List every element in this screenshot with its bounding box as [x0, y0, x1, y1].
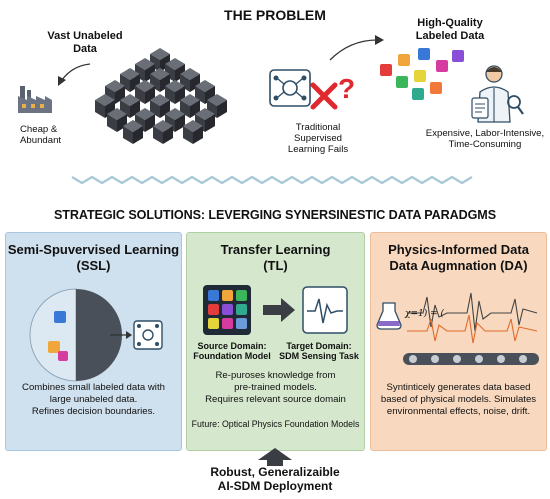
question-mark: ? — [338, 73, 356, 104]
red-x-icon — [310, 82, 338, 110]
da-signal-graphic — [376, 292, 539, 365]
factory-icon — [18, 86, 52, 113]
scientist-icon — [471, 65, 524, 123]
ssl-decision-boundary-graphic — [29, 288, 163, 382]
arrow-to-labeled-data-head — [375, 35, 384, 45]
tl-target-domain: Target Domain:SDM Sensing Task — [279, 341, 359, 362]
ssl-title: Semi-Spuvervised Learning(SSL) — [7, 242, 180, 273]
tl-future: Future: Optical Physics Foundation Model… — [191, 419, 360, 429]
da-equation: χ=1) = ( — [405, 309, 445, 319]
arrow-to-labeled-data — [329, 39, 378, 61]
outcome-arrow-icon — [258, 448, 292, 466]
ssl-panel: Semi-Spuvervised Learning(SSL) Combines … — [5, 232, 182, 451]
tl-panel: Transfer Learning(TL) Source Domain:Foun… — [186, 232, 365, 451]
wavy-divider — [71, 175, 473, 185]
neural-network-chip-icon — [269, 69, 311, 107]
cheap-abundant-label: Cheap &Abundant — [20, 124, 62, 147]
unlabeled-data-cubes — [95, 48, 227, 144]
arrow-to-factory-head — [58, 76, 66, 86]
tl-source-domain: Source Domain:Foundation Model — [193, 341, 271, 362]
expensive-label: Expensive, Labor-Intensive,Time-Consumin… — [425, 128, 545, 151]
labeled-data-cubes — [380, 48, 464, 100]
solutions-title: STRATEGIC SOLUTIONS: LEVERGING SYNERSINE… — [54, 208, 496, 222]
tl-title: Transfer Learning(TL) — [220, 242, 331, 273]
tl-transfer-graphic — [203, 285, 348, 335]
problem-title: THE PROBLEM — [224, 7, 326, 23]
arrow-to-factory — [61, 63, 91, 81]
